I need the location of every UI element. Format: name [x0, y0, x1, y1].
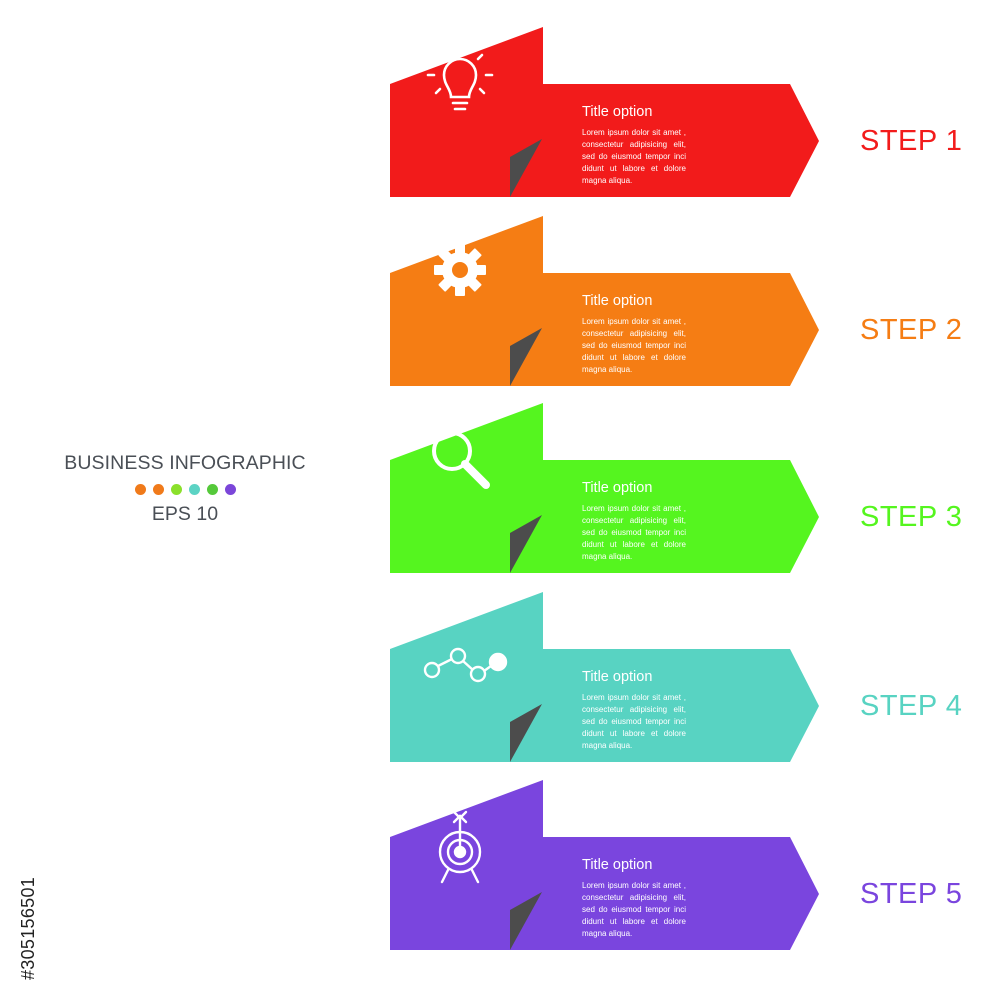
dot-6	[224, 484, 236, 495]
step-description: Lorem ipsum dolor sit amet , consectetur…	[582, 317, 686, 374]
line-chart-icon	[420, 606, 508, 686]
ribbon-shape-1	[390, 27, 819, 197]
step-title: Title option	[582, 104, 653, 120]
step-title: Title option	[582, 857, 653, 873]
step-label: STEP 3	[860, 501, 963, 533]
step-card-4: Title option Lorem ipsum dolor sit amet …	[0, 592, 1000, 774]
lightbulb-icon	[420, 41, 500, 121]
step-card-5: Title option Lorem ipsum dolor sit amet …	[0, 780, 1000, 962]
color-dots	[40, 484, 330, 495]
dot-3	[170, 484, 182, 495]
step-card-2: Title option Lorem ipsum dolor sit amet …	[0, 216, 1000, 398]
ribbon-shape-5	[390, 780, 819, 950]
step-description: Lorem ipsum dolor sit amet , consectetur…	[582, 128, 686, 185]
dot-5	[206, 484, 218, 495]
step-description: Lorem ipsum dolor sit amet , consectetur…	[582, 881, 686, 938]
step-card-1: Title option Lorem ipsum dolor sit amet …	[0, 27, 1000, 209]
gear-icon	[420, 230, 500, 310]
step-description: Lorem ipsum dolor sit amet , consectetur…	[582, 504, 686, 561]
infographic-header: BUSINESS INFOGRAPHIC EPS 10	[40, 452, 330, 526]
ribbon-shape-4	[390, 592, 819, 762]
ribbon-shape-2	[390, 216, 819, 386]
step-label: STEP 2	[860, 314, 963, 346]
step-label: STEP 4	[860, 690, 963, 722]
step-label: STEP 5	[860, 878, 963, 910]
magnifier-icon	[420, 417, 500, 497]
step-card-3: Title option Lorem ipsum dolor sit amet …	[0, 403, 1000, 585]
step-label: STEP 1	[860, 125, 963, 157]
infographic-subtitle: EPS 10	[151, 503, 219, 525]
step-title: Title option	[582, 293, 653, 309]
ribbon-shape-3	[390, 403, 819, 573]
step-title: Title option	[582, 480, 653, 496]
infographic-title: BUSINESS INFOGRAPHIC	[64, 452, 306, 474]
step-description: Lorem ipsum dolor sit amet , consectetur…	[582, 693, 686, 750]
dot-2	[152, 484, 164, 495]
target-icon	[420, 794, 500, 884]
dot-4	[188, 484, 200, 495]
dot-1	[134, 484, 146, 495]
step-title: Title option	[582, 669, 653, 685]
